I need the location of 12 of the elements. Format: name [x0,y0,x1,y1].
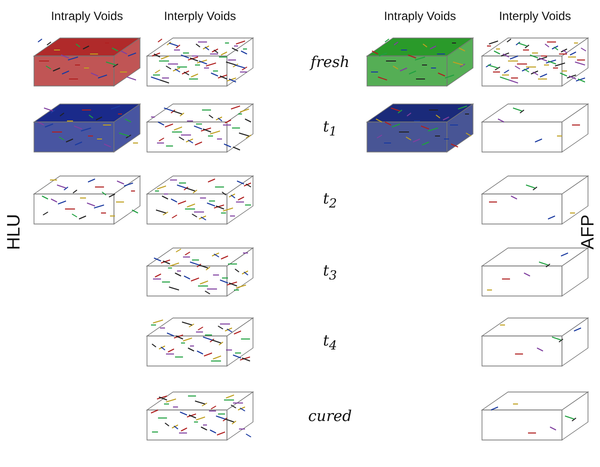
column-header: Interply Voids [164,9,236,23]
column-header: Intraply Voids [384,9,456,23]
row-label: cured [308,407,352,425]
row-label: t$_{4}$ [323,332,337,352]
row-label: fresh [310,53,350,71]
column-header: Interply Voids [498,9,572,23]
row-label: t$_{3}$ [323,262,337,282]
side-label: AFP [578,214,598,250]
side-label: HLU [4,214,24,250]
row-label: t$_{2}$ [323,190,337,210]
row-label: t$_{1}$ [323,118,337,138]
column-header: Intraply Voids [50,9,124,23]
